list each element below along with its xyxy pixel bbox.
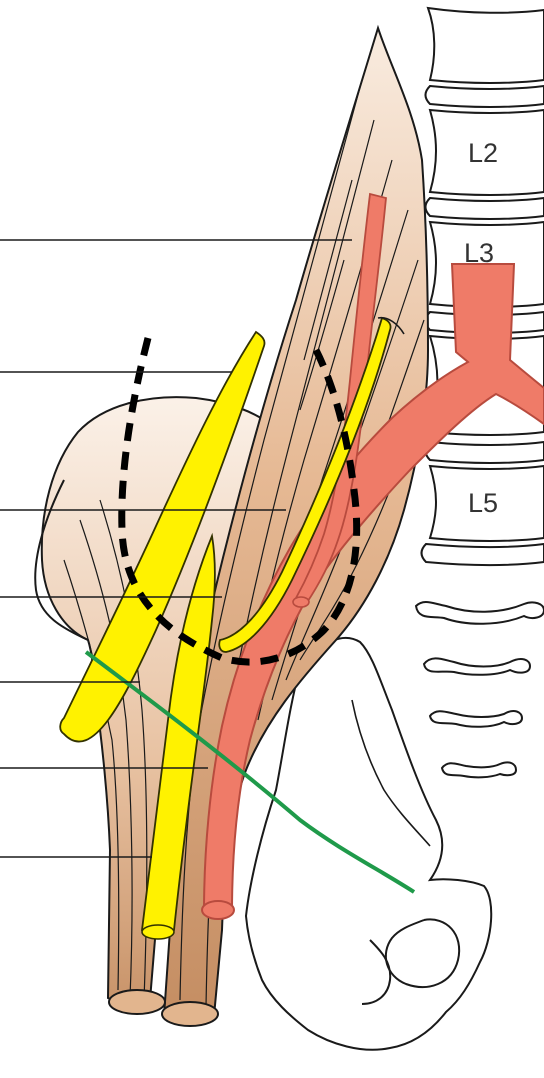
disc-l2-l3: [426, 198, 544, 219]
lumbar-vessel-end: [293, 597, 309, 607]
genitofemoral-nerve-end: [142, 925, 174, 939]
sacral-foramina: [416, 602, 544, 777]
disc-l1-l2: [426, 86, 544, 107]
psoas-end-cap: [162, 1002, 218, 1026]
iliacus-end-cap: [109, 990, 165, 1014]
disc-l5-s1: [422, 544, 544, 565]
vertebra-label-l2: L2: [468, 138, 498, 168]
vertebra-l1: [428, 8, 544, 83]
vertebra-label-l3: L3: [464, 238, 494, 268]
vertebra-label-l5: L5: [468, 488, 498, 518]
artery-cut-end: [202, 901, 234, 919]
disc-l4-l5: [426, 442, 544, 463]
